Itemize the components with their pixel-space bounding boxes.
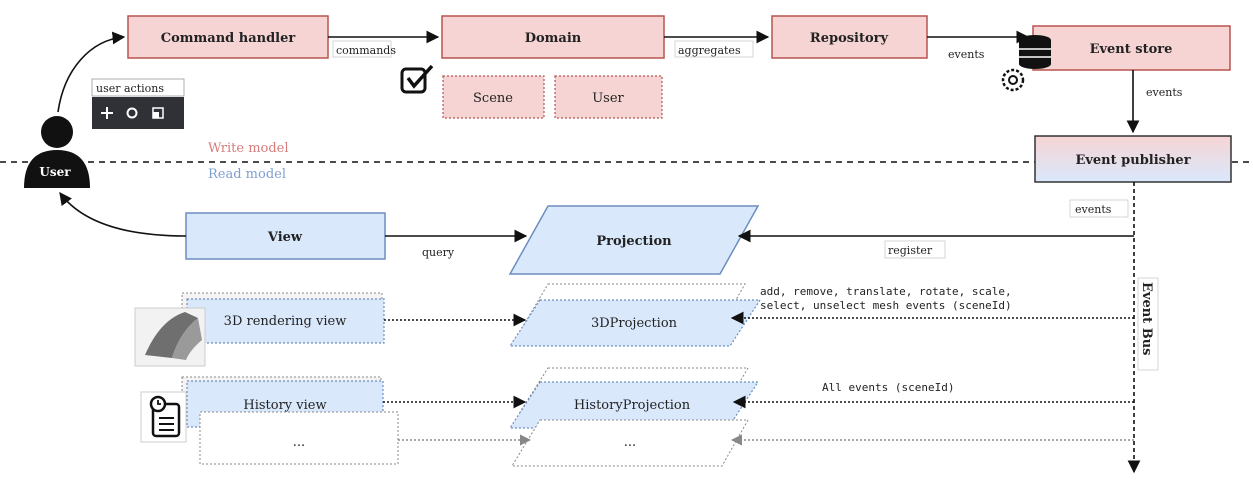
scene-label: Scene bbox=[473, 91, 513, 106]
command-handler-node: Command handler bbox=[127, 15, 329, 59]
user-entity-label: User bbox=[592, 91, 624, 106]
view-label: View bbox=[267, 230, 303, 245]
projection-label: Projection bbox=[596, 234, 672, 249]
events-bus-label: events bbox=[1075, 203, 1112, 216]
mesh-events-line2: select, unselect mesh events (sceneId) bbox=[760, 299, 1012, 312]
checkbox-icon bbox=[400, 64, 434, 94]
user-actions-label: user actions bbox=[96, 82, 164, 95]
domain-label: Domain bbox=[525, 31, 582, 46]
domain-node: Domain bbox=[441, 15, 665, 59]
rendering-view-label: 3D rendering view bbox=[224, 314, 347, 329]
read-model-label: Read model bbox=[208, 167, 286, 182]
move-icon bbox=[101, 107, 113, 119]
events-to-store-label: events bbox=[948, 48, 985, 61]
edge-view-to-user bbox=[59, 191, 187, 237]
history-view-label: History view bbox=[243, 398, 326, 413]
aggregates-label: aggregates bbox=[678, 44, 741, 57]
scale-icon bbox=[152, 107, 164, 119]
register-label: register bbox=[888, 244, 933, 257]
projection-node: Projection bbox=[508, 205, 760, 275]
ellipsis-view-node: ... bbox=[199, 411, 399, 465]
history-clipboard-icon bbox=[140, 391, 187, 443]
all-events-label: All events (sceneId) bbox=[822, 381, 954, 394]
user-actor: User bbox=[24, 116, 90, 188]
scene-node: Scene bbox=[442, 75, 545, 119]
repository-node: Repository bbox=[771, 15, 928, 59]
ellipsis-projection-node: ... bbox=[511, 419, 749, 467]
database-gear-icon bbox=[1001, 35, 1051, 92]
repository-label: Repository bbox=[810, 31, 889, 46]
edge-user-to-command-handler bbox=[57, 31, 126, 113]
event-publisher-node: Event publisher bbox=[1034, 135, 1232, 183]
history-projection-label: HistoryProjection bbox=[574, 398, 691, 413]
user-entity-node: User bbox=[554, 75, 663, 119]
event-bus-label: Event Bus bbox=[1139, 282, 1154, 355]
events-to-publisher-label: events bbox=[1146, 86, 1183, 99]
user-actor-label: User bbox=[39, 165, 71, 179]
command-handler-label: Command handler bbox=[161, 31, 296, 46]
rendering-view-node: 3D rendering view bbox=[181, 292, 385, 344]
history-projection-node: HistoryProjection bbox=[508, 367, 760, 429]
ellipsis-projection-label: ... bbox=[624, 435, 636, 450]
projection-3d-label: 3DProjection bbox=[591, 316, 678, 331]
ellipsis-view-label: ... bbox=[293, 435, 305, 450]
event-store-label: Event store bbox=[1090, 42, 1173, 57]
event-store-node: Event store bbox=[1032, 25, 1231, 71]
view-node: View bbox=[185, 212, 386, 260]
query-label: query bbox=[422, 246, 455, 259]
rotate-icon bbox=[126, 107, 138, 119]
person-icon bbox=[24, 116, 90, 188]
mesh-events-line1: add, remove, translate, rotate, scale, bbox=[760, 285, 1012, 298]
write-model-label: Write model bbox=[208, 141, 289, 156]
event-publisher-label: Event publisher bbox=[1075, 153, 1190, 168]
mesh-thumbnail-icon bbox=[134, 307, 206, 367]
projection-3d-node: 3DProjection bbox=[508, 283, 762, 347]
user-actions-toolbar: user actions bbox=[91, 78, 185, 129]
commands-label: commands bbox=[336, 44, 396, 57]
